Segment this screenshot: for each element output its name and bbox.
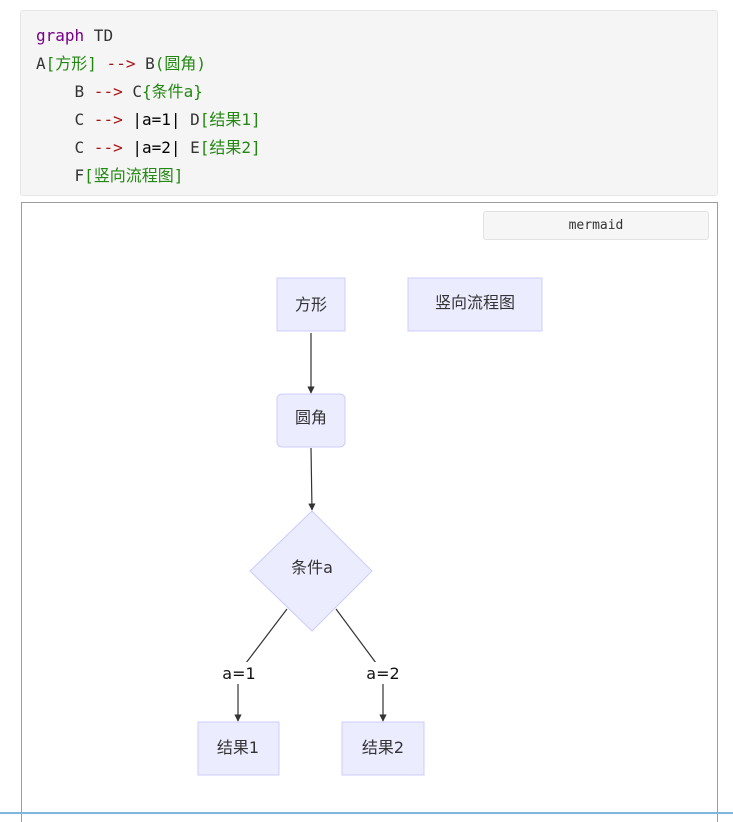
code-line-1: graph TD xyxy=(36,26,113,46)
code-id: C xyxy=(132,82,142,101)
code-string: [方形] xyxy=(45,54,97,73)
code-line-5: C --> |a=2| E[结果2] xyxy=(36,138,261,158)
code-string: [竖向流程图] xyxy=(84,166,184,185)
edge-b-to-c xyxy=(308,447,316,511)
code-id: B xyxy=(36,82,85,101)
bottom-border xyxy=(0,812,733,814)
node-b xyxy=(276,393,346,448)
code-id: B xyxy=(145,54,155,73)
code-string: [结果1] xyxy=(199,110,261,129)
code-editor[interactable]: graph TD A[方形] --> B(圆角) B --> C{条件a} C … xyxy=(20,10,718,196)
code-id: D xyxy=(190,110,200,129)
code-arrow: --> xyxy=(84,82,133,101)
code-text: TD xyxy=(84,26,114,45)
node-f xyxy=(407,277,543,332)
edge-label-a2: a=2 xyxy=(366,664,399,683)
code-string: [结果2] xyxy=(199,138,261,157)
node-b-label: 圆角 xyxy=(295,408,327,427)
node-a xyxy=(276,277,346,332)
node-c xyxy=(249,510,373,632)
code-condition: |a=1| xyxy=(132,110,191,129)
code-id: F xyxy=(36,166,85,185)
code-id: C xyxy=(36,110,85,129)
node-e xyxy=(341,721,425,776)
node-d-label: 结果1 xyxy=(217,738,259,757)
language-selector[interactable]: mermaid xyxy=(483,211,709,240)
code-arrow: --> xyxy=(84,110,133,129)
code-string: {条件a} xyxy=(141,82,203,101)
node-f-label: 竖向流程图 xyxy=(435,293,515,312)
code-line-4: C --> |a=1| D[结果1] xyxy=(36,110,261,130)
code-condition: |a=2| xyxy=(132,138,191,157)
code-arrow: --> xyxy=(96,54,146,73)
code-line-2: A[方形] --> B(圆角) xyxy=(36,54,206,74)
code-line-6: F[竖向流程图] xyxy=(36,166,184,186)
node-a-label: 方形 xyxy=(295,295,327,314)
code-keyword: graph xyxy=(36,26,85,45)
edge-label-bg xyxy=(364,662,402,684)
diagram-preview: mermaid a=1 a=2 方形 竖向流程图 圆角 条件a 结果1 xyxy=(21,202,718,822)
edge-label-bg xyxy=(220,662,258,684)
code-id: C xyxy=(36,138,85,157)
node-c-label: 条件a xyxy=(291,558,333,577)
node-e-label: 结果2 xyxy=(362,738,404,757)
code-id: E xyxy=(190,138,200,157)
code-arrow: --> xyxy=(84,138,133,157)
flowchart-diagram: a=1 a=2 方形 竖向流程图 圆角 条件a 结果1 结果2 xyxy=(197,277,543,776)
node-d xyxy=(197,721,280,776)
code-string: (圆角) xyxy=(154,54,207,73)
edge-label-a1: a=1 xyxy=(222,664,255,683)
code-id: A xyxy=(36,54,46,73)
code-line-3: B --> C{条件a} xyxy=(36,82,203,102)
